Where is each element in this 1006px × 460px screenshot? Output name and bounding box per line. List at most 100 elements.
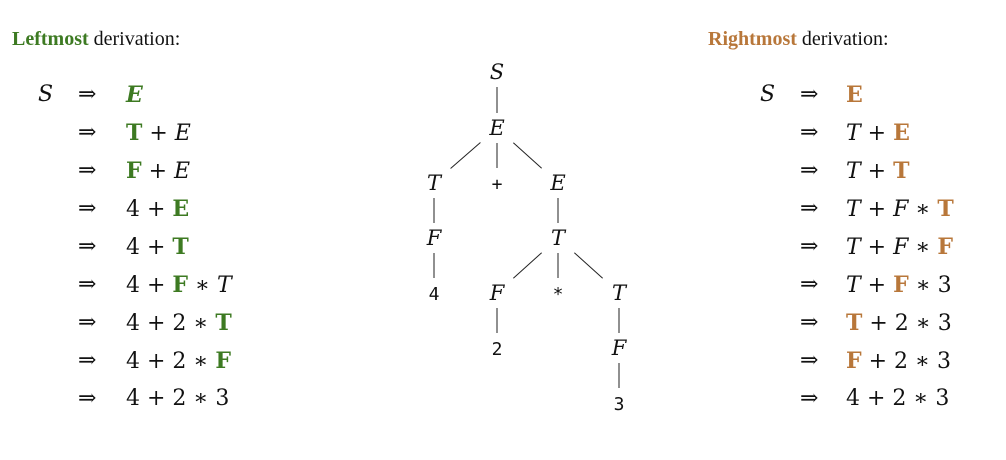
- expanded-nonterminal: T: [215, 310, 232, 336]
- rightmost-sentential-form: T + E: [846, 120, 910, 146]
- tree-node-t1: T: [427, 171, 443, 195]
- leftmost-heading-rest: derivation:: [88, 28, 181, 50]
- start-symbol: S: [38, 82, 54, 107]
- leftmost-sentential-form: T + E: [126, 120, 191, 146]
- expanded-nonterminal: E: [126, 82, 143, 108]
- leftmost-heading: Leftmost derivation:: [12, 28, 180, 51]
- rightmost-heading-bold: Rightmost: [708, 28, 797, 50]
- leftmost-sentential-form: 4 + 2 ∗ F: [126, 348, 231, 374]
- expanded-nonterminal: F: [937, 234, 953, 260]
- expanded-nonterminal: T: [937, 196, 954, 222]
- leftmost-sentential-form: E: [126, 82, 143, 108]
- tree-node-s: S: [490, 60, 504, 84]
- terminal-text: 4 +: [126, 235, 173, 260]
- expanded-nonterminal: F: [172, 272, 189, 298]
- tree-node-f3: F: [611, 336, 628, 360]
- derives-arrow: ⇒: [78, 386, 97, 411]
- terminal-text: 4 +: [126, 273, 173, 298]
- nonterminal: F: [893, 235, 909, 260]
- derives-arrow: ⇒: [800, 120, 819, 145]
- terminal-text: ∗: [188, 273, 217, 298]
- expanded-nonterminal: T: [172, 234, 189, 260]
- leftmost-sentential-form: F + E: [126, 158, 190, 184]
- leftmost-heading-bold: Leftmost: [12, 28, 89, 50]
- nonterminal: T: [217, 273, 232, 298]
- derives-arrow: ⇒: [78, 158, 97, 183]
- derives-arrow: ⇒: [800, 158, 819, 183]
- terminal-text: 4 + 2 ∗ 3: [846, 386, 950, 411]
- terminal-text: + 2 ∗ 3: [862, 311, 952, 336]
- terminal-text: 4 + 2 ∗: [126, 311, 216, 336]
- derives-arrow: ⇒: [78, 348, 97, 373]
- nonterminal: F: [893, 197, 909, 222]
- expanded-nonterminal: T: [846, 310, 863, 336]
- tree-node-f1: F: [426, 226, 443, 250]
- rightmost-sentential-form: E: [846, 82, 863, 108]
- derives-arrow: ⇒: [800, 272, 819, 297]
- tree-node-plus: +: [492, 174, 503, 195]
- derives-arrow: ⇒: [78, 234, 97, 259]
- nonterminal: T: [846, 121, 861, 146]
- rightmost-sentential-form: T + F ∗ F: [846, 234, 953, 260]
- leftmost-sentential-form: 4 + F ∗ T: [126, 272, 232, 298]
- terminal-text: +: [142, 121, 175, 146]
- rightmost-sentential-form: T + F ∗ 3: [846, 272, 952, 298]
- terminal-text: 4 +: [126, 197, 173, 222]
- expanded-nonterminal: E: [893, 120, 910, 146]
- terminal-text: 4 + 2 ∗ 3: [126, 386, 230, 411]
- nonterminal: E: [174, 121, 191, 146]
- nonterminal: T: [846, 273, 861, 298]
- terminal-text: +: [860, 121, 894, 146]
- terminal-text: ∗: [908, 235, 938, 260]
- derives-arrow: ⇒: [78, 120, 97, 145]
- rightmost-heading-rest: derivation:: [796, 28, 889, 50]
- tree-node-f2: F: [489, 281, 506, 305]
- expanded-nonterminal: F: [215, 348, 231, 374]
- rightmost-sentential-form: F + 2 ∗ 3: [846, 348, 951, 374]
- terminal-text: +: [860, 235, 894, 260]
- tree-edge: [574, 252, 603, 279]
- derives-arrow: ⇒: [78, 82, 97, 107]
- tree-edge: [513, 252, 542, 279]
- nonterminal: T: [846, 235, 861, 260]
- terminal-text: + 2 ∗ 3: [861, 349, 951, 374]
- expanded-nonterminal: F: [846, 348, 862, 374]
- terminal-text: ∗ 3: [908, 273, 952, 298]
- start-symbol: S: [760, 82, 776, 107]
- expanded-nonterminal: T: [893, 158, 910, 184]
- derives-arrow: ⇒: [800, 82, 819, 107]
- expanded-nonterminal: E: [172, 196, 190, 222]
- leftmost-sentential-form: 4 + T: [126, 234, 189, 260]
- derives-arrow: ⇒: [78, 310, 97, 335]
- nonterminal: T: [846, 159, 861, 184]
- tree-node-two: 2: [492, 339, 503, 360]
- tree-node-t3: T: [612, 281, 628, 305]
- rightmost-sentential-form: T + T: [846, 158, 909, 184]
- derives-arrow: ⇒: [800, 234, 819, 259]
- tree-edge: [513, 142, 542, 169]
- terminal-text: +: [860, 159, 894, 184]
- tree-node-four: 4: [429, 284, 440, 305]
- expanded-nonterminal: F: [893, 272, 909, 298]
- derives-arrow: ⇒: [800, 310, 819, 335]
- leftmost-sentential-form: 4 + E: [126, 196, 189, 222]
- leftmost-sentential-form: 4 + 2 ∗ 3: [126, 386, 229, 411]
- tree-edge: [450, 142, 481, 169]
- derives-arrow: ⇒: [78, 196, 97, 221]
- tree-node-t2: T: [551, 226, 567, 250]
- derives-arrow: ⇒: [800, 348, 819, 373]
- leftmost-sentential-form: 4 + 2 ∗ T: [126, 310, 232, 336]
- tree-node-star: *: [553, 284, 564, 305]
- expanded-nonterminal: T: [126, 120, 143, 146]
- rightmost-sentential-form: T + F ∗ T: [846, 196, 954, 222]
- expanded-nonterminal: E: [846, 82, 863, 108]
- derives-arrow: ⇒: [78, 272, 97, 297]
- terminal-text: +: [860, 273, 894, 298]
- terminal-text: +: [860, 197, 894, 222]
- terminal-text: ∗: [908, 197, 938, 222]
- tree-node-e2: E: [549, 171, 565, 195]
- nonterminal: T: [846, 197, 861, 222]
- rightmost-sentential-form: T + 2 ∗ 3: [846, 310, 952, 336]
- terminal-text: +: [141, 159, 175, 184]
